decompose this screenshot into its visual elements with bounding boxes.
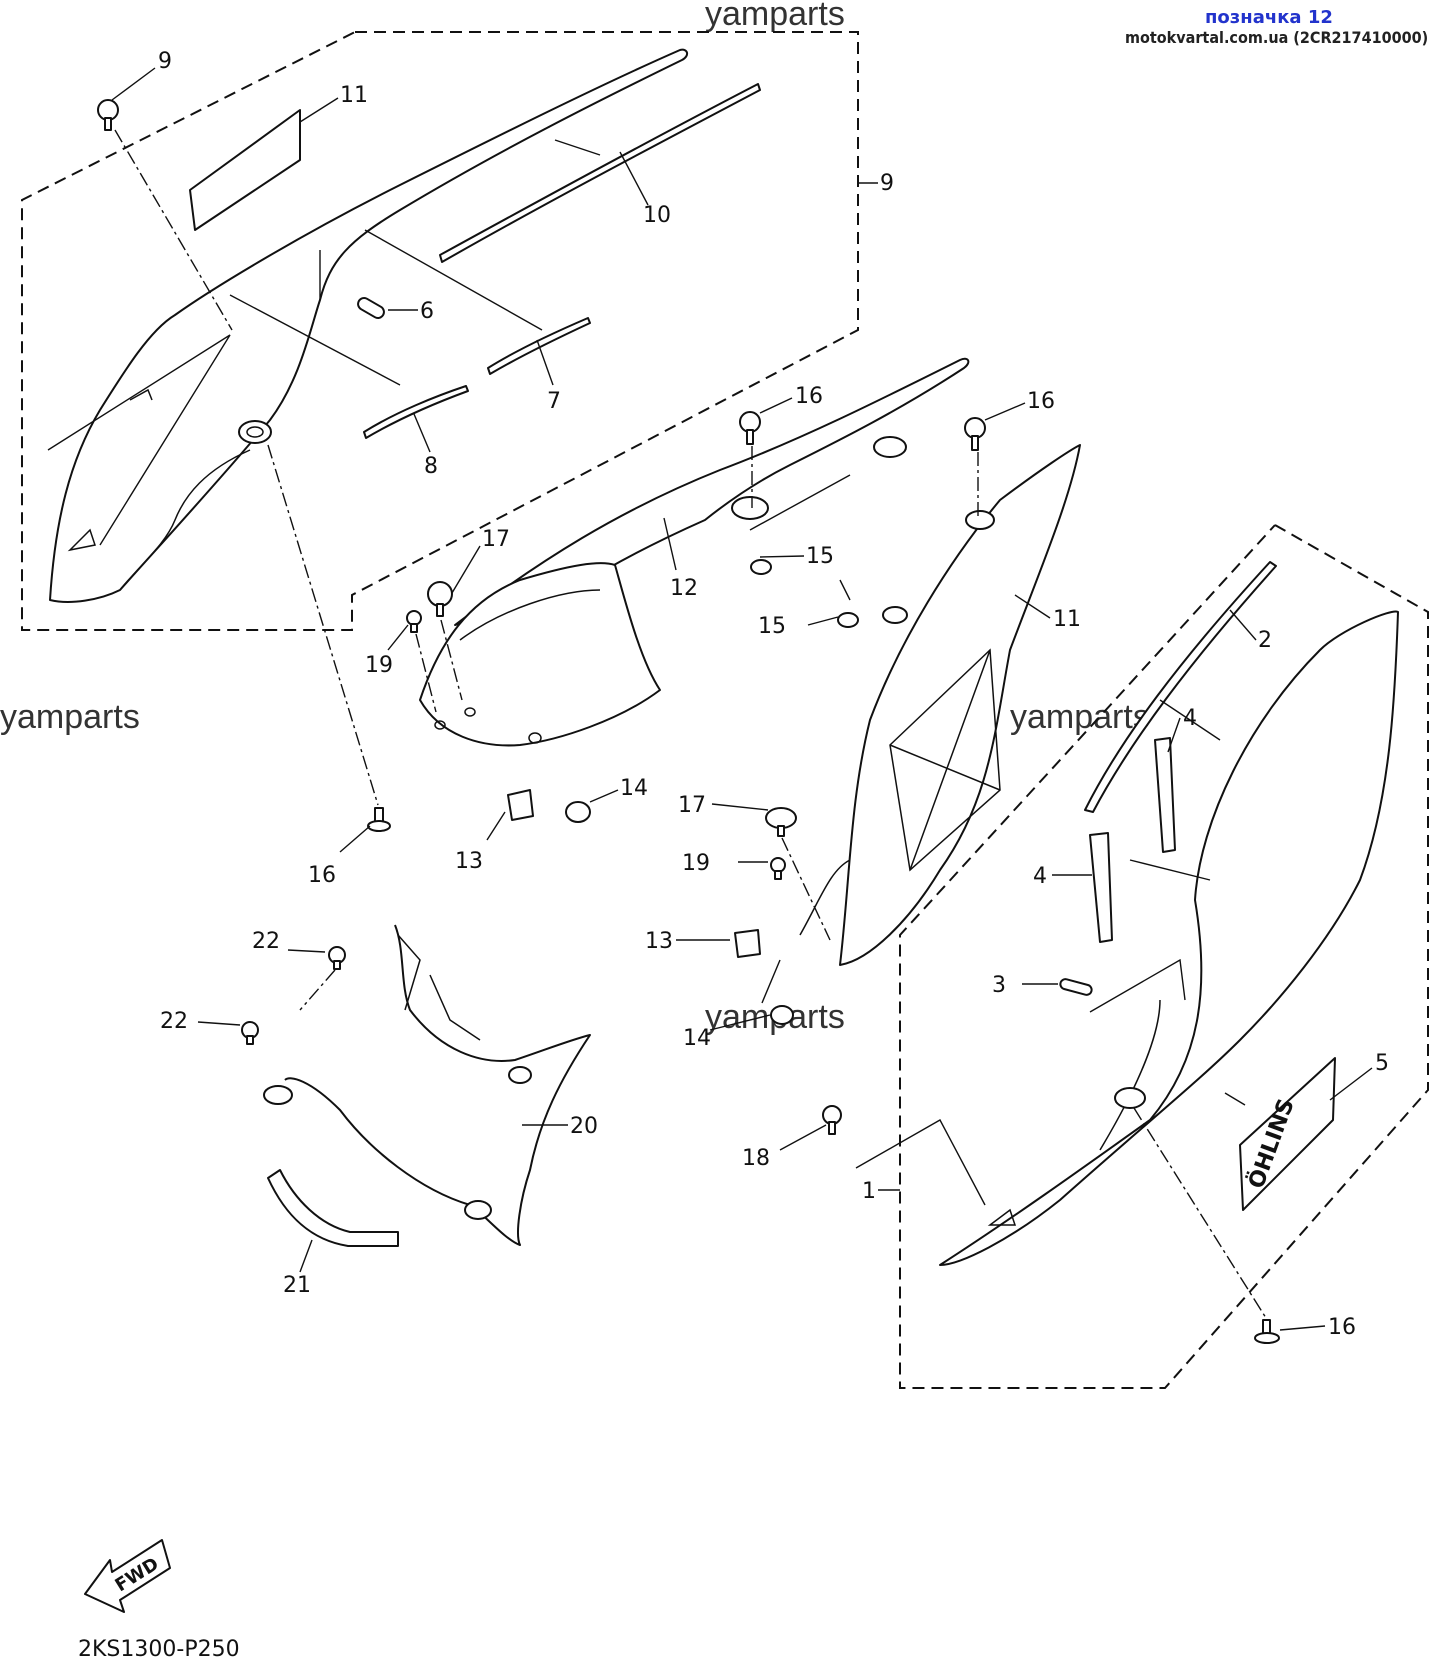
callout-label: 15 xyxy=(758,614,786,639)
callout-label: 11 xyxy=(340,83,368,108)
watermark: yamparts xyxy=(1010,698,1150,736)
callout-label: 13 xyxy=(645,929,673,954)
callout-label: 21 xyxy=(283,1273,311,1298)
fwd-arrow-icon: FWD xyxy=(84,1539,171,1613)
callout-label: 4 xyxy=(1033,864,1047,889)
lower-bracket-assembly xyxy=(263,924,591,1247)
header-label: позначка 12 xyxy=(1205,7,1333,28)
callout-label: 14 xyxy=(620,776,648,801)
callout-leaders xyxy=(111,67,1373,1331)
callout-label: 2 xyxy=(1258,628,1272,653)
callout-label: 20 xyxy=(570,1114,598,1139)
callout-label: 3 xyxy=(992,973,1006,998)
callout-label: 11 xyxy=(1053,607,1081,632)
callout-label: 19 xyxy=(682,851,710,876)
watermark: yamparts xyxy=(0,698,140,736)
lower-cover-assembly: ÖHLINS xyxy=(939,561,1399,1266)
callout-label: 4 xyxy=(1183,706,1197,731)
callout-label: 7 xyxy=(547,389,561,414)
callout-label: 13 xyxy=(455,849,483,874)
callout-label: 16 xyxy=(1027,389,1055,414)
side-panel-right xyxy=(799,444,1081,966)
header-source: motokvartal.com.ua (2CR217410000) xyxy=(1125,28,1428,47)
diagram-code: 2KS1300-P250 xyxy=(78,1637,240,1662)
callout-label: 9 xyxy=(880,171,894,196)
group-boundary-upper xyxy=(21,31,859,631)
callout-label: 12 xyxy=(670,576,698,601)
callout-label: 10 xyxy=(643,203,671,228)
inner-panel-left xyxy=(419,562,661,747)
callout-label: 6 xyxy=(420,299,434,324)
leader-lines xyxy=(47,139,1246,1206)
callout-labels: 9 11 9 10 6 7 8 16 16 15 15 12 11 2 4 4 … xyxy=(158,49,1389,1340)
callout-label: 22 xyxy=(160,1009,188,1034)
callout-label: 1 xyxy=(862,1179,876,1204)
callout-label: 16 xyxy=(795,384,823,409)
callout-label: 14 xyxy=(683,1026,711,1051)
callout-label: 15 xyxy=(806,544,834,569)
watermark: yamparts xyxy=(705,0,845,33)
callout-label: 17 xyxy=(678,793,706,818)
callout-label: 17 xyxy=(482,527,510,552)
group-boundary-lower xyxy=(899,524,1429,1389)
alignment-lines xyxy=(114,129,1267,1319)
callout-label: 16 xyxy=(1328,1315,1356,1340)
callout-label: 22 xyxy=(252,929,280,954)
callout-label: 5 xyxy=(1375,1051,1389,1076)
ohlins-emblem xyxy=(1239,1057,1336,1211)
fasteners xyxy=(97,99,1280,1344)
callout-label: 8 xyxy=(424,454,438,479)
callout-label: 16 xyxy=(308,863,336,888)
callout-label: 18 xyxy=(742,1146,770,1171)
callout-label: 9 xyxy=(158,49,172,74)
inner-bracket xyxy=(454,357,970,626)
callout-label: 19 xyxy=(365,653,393,678)
